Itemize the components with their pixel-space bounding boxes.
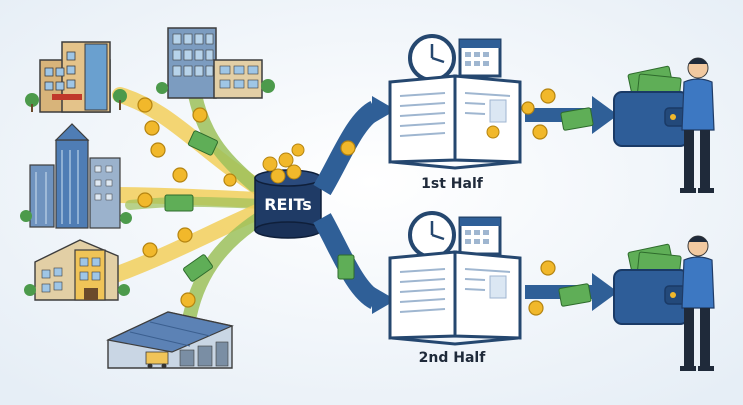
coin-icon	[177, 227, 193, 243]
coin-icon	[528, 300, 544, 316]
skyscraper-cluster-icon	[20, 123, 132, 229]
coin-icon	[142, 242, 158, 258]
cash-icon	[187, 130, 219, 156]
cash-icon	[164, 194, 194, 212]
office-building-icon	[156, 27, 275, 99]
coin-icon	[521, 101, 535, 115]
barrel-icon	[254, 143, 322, 239]
coin-icon	[540, 88, 556, 104]
clock-icon	[408, 34, 456, 82]
report-1st-half	[388, 34, 522, 170]
open-book-icon	[388, 250, 522, 346]
hub-label: REITs	[264, 195, 312, 214]
report-2nd-half	[388, 211, 522, 346]
coin-icon	[172, 167, 188, 183]
coin-icon	[192, 107, 208, 123]
outflow-arrows	[313, 96, 396, 314]
wallet-icon	[613, 65, 692, 147]
hotel-building-icon	[24, 239, 130, 301]
cash-icon	[183, 254, 213, 282]
open-book-icon	[388, 74, 522, 170]
apartment-building-icon	[25, 41, 127, 113]
coin-icon	[180, 292, 196, 308]
coin-icon	[223, 173, 237, 187]
warehouse-icon	[106, 311, 234, 369]
inflow-coins	[137, 97, 237, 308]
coin-icon	[486, 125, 500, 139]
coin-icon	[137, 97, 153, 113]
coin-icon	[144, 120, 160, 136]
payout-arrow-bottom	[525, 260, 618, 316]
coin-icon	[137, 192, 153, 208]
cash-icon	[558, 283, 592, 307]
calendar-icon	[458, 216, 502, 256]
cash-icon	[560, 107, 594, 131]
coin-icon	[540, 260, 556, 276]
coin-icon	[150, 142, 166, 158]
calendar-icon	[458, 38, 502, 78]
person-icon	[680, 235, 715, 371]
payout-arrow-top	[521, 88, 618, 140]
coin-icon	[340, 140, 356, 156]
coin-icon	[532, 124, 548, 140]
output-label-2nd-half: 2nd Half	[419, 350, 487, 366]
clock-icon	[408, 211, 456, 259]
person-icon	[680, 57, 715, 193]
output-label-1st-half: 1st Half	[421, 176, 484, 192]
cash-icon	[337, 254, 355, 280]
